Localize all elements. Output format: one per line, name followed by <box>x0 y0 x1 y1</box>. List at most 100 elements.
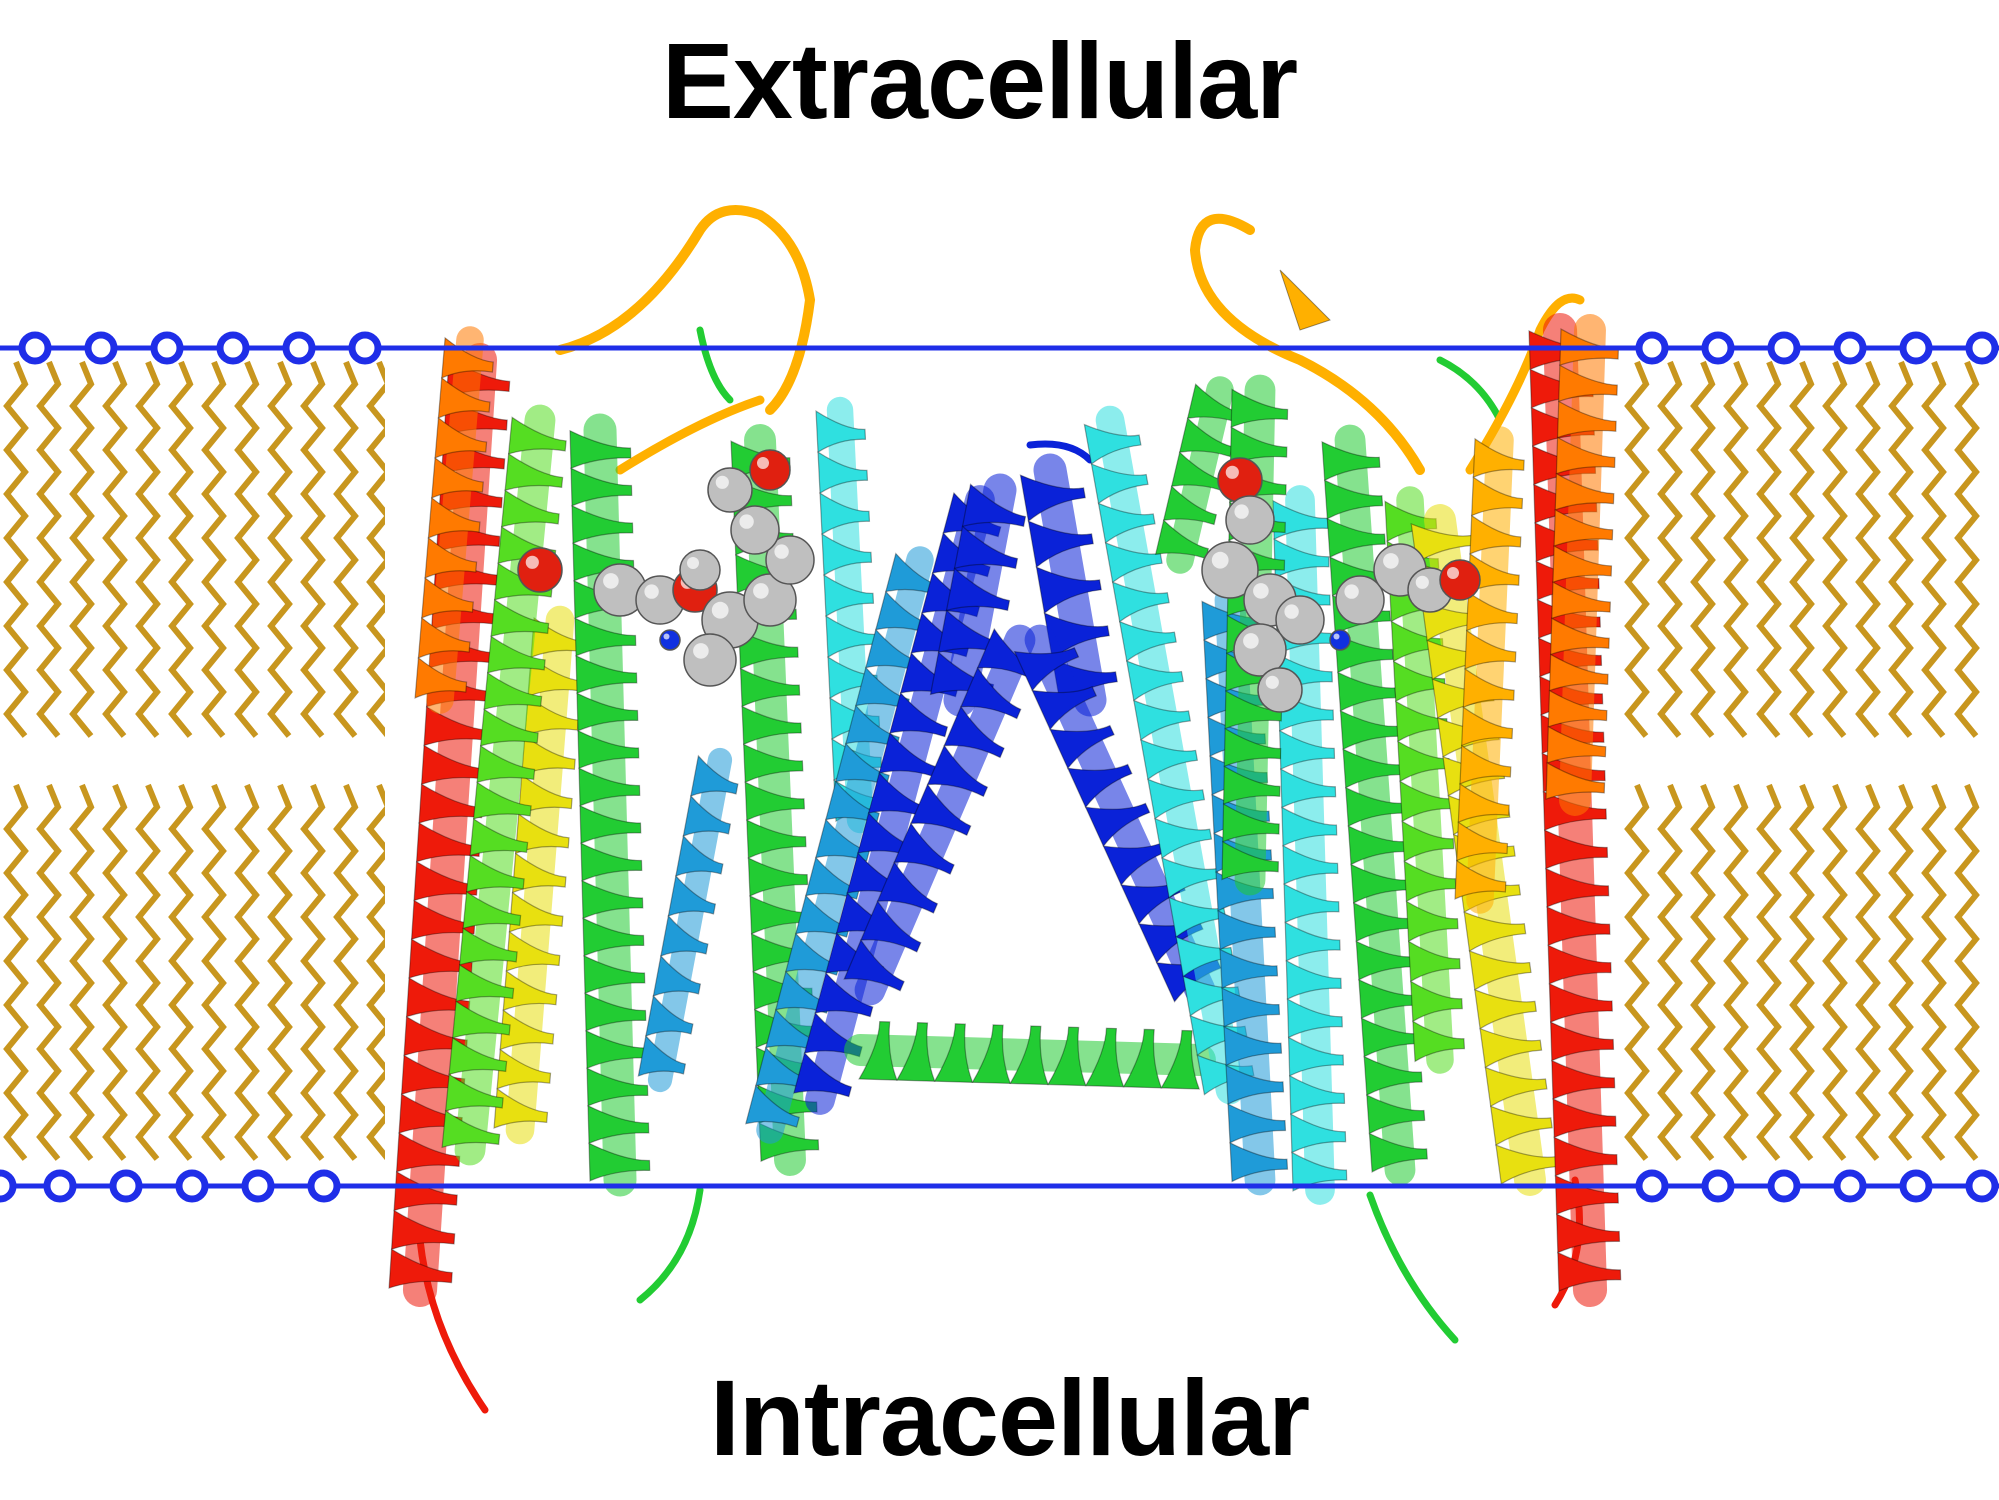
lipid-headgroup <box>307 1169 341 1203</box>
helix-turn <box>814 971 874 1018</box>
helix-turn <box>583 954 646 995</box>
helix-turn <box>1410 980 1463 1023</box>
lipid-headgroup <box>282 331 316 365</box>
loop <box>615 395 765 475</box>
lipid-headgroup <box>1833 331 1867 365</box>
lipid-tail <box>36 783 62 1161</box>
helix <box>493 605 586 1145</box>
ligand-atom-highlight <box>739 514 754 529</box>
lipid-headgroup <box>1701 1169 1735 1203</box>
helix-turn <box>424 536 478 579</box>
lipid-headgroup <box>348 331 382 365</box>
lipid-headgroup <box>1899 1169 1933 1203</box>
helix-turn <box>395 1131 461 1173</box>
lipid-tails-left <box>3 360 385 1161</box>
lipid-tail <box>135 783 161 1161</box>
ligand-atom-highlight <box>715 475 729 489</box>
helix-turn <box>1284 921 1341 962</box>
ligand-atom-highlight <box>693 643 709 659</box>
loop <box>636 1186 704 1304</box>
ligand-molecule <box>1201 457 1481 713</box>
helix-turn <box>1013 647 1080 692</box>
helix-turn <box>508 891 564 933</box>
helix-turn <box>1321 440 1381 482</box>
loop <box>555 205 816 415</box>
ligand-atom-highlight <box>1333 633 1340 640</box>
helix <box>414 326 494 714</box>
helix-turn <box>570 467 633 507</box>
ligand-atom-highlight <box>1383 553 1399 569</box>
helix-turn <box>580 842 643 882</box>
helix-turn <box>953 525 1019 570</box>
helix-turn <box>1471 476 1524 517</box>
helix-turn <box>1412 1020 1466 1063</box>
helix-turn <box>441 1109 501 1149</box>
helix-turn <box>1547 944 1612 985</box>
ligand-atom-highlight <box>1234 504 1249 519</box>
lipid-tail <box>1822 783 1848 1161</box>
helix-core <box>402 342 498 1308</box>
lipid-tail <box>1756 360 1782 738</box>
helix-turn <box>500 489 560 528</box>
helix-turn <box>1468 950 1532 991</box>
helix-turn <box>743 743 804 784</box>
helix-turn <box>660 914 709 957</box>
lipid-tail <box>1624 360 1650 738</box>
ligand-atom <box>707 467 753 513</box>
helix-turn <box>926 744 989 798</box>
helix-turn <box>1548 982 1613 1024</box>
lipid-tail <box>366 360 385 738</box>
helix-turn <box>747 857 809 897</box>
loop <box>1436 356 1504 424</box>
helix <box>1154 376 1242 574</box>
lipid-tail <box>102 783 128 1161</box>
helix-turn <box>1552 1098 1617 1139</box>
helix-turn <box>1558 364 1618 403</box>
helix-turn <box>1122 1028 1163 1089</box>
helix-turn <box>455 963 515 1003</box>
ligand-atom <box>730 505 780 555</box>
helix-turn <box>1084 1027 1125 1088</box>
beta-arrow <box>1279 269 1331 331</box>
helix-turn <box>1066 763 1133 809</box>
lipid-tail <box>1624 783 1650 1161</box>
helix-turn <box>1280 768 1337 809</box>
helix-turn <box>774 970 830 1014</box>
helix-turn <box>895 1022 936 1082</box>
helix-turn <box>431 456 484 499</box>
helix-turn <box>1552 544 1613 584</box>
helix-turn <box>578 767 641 807</box>
helix-core <box>1466 426 1514 914</box>
helix-turn <box>793 1051 853 1098</box>
helix-turn <box>1222 765 1281 805</box>
ligand-atom <box>683 633 737 687</box>
lipid-headgroup <box>1965 331 1999 365</box>
ligand-atom-highlight <box>1415 575 1429 589</box>
helix-turn <box>889 691 949 738</box>
helix-turn <box>746 819 807 859</box>
helix-turn <box>893 822 955 875</box>
lipid-tail <box>135 360 161 738</box>
lipid-tail <box>3 783 29 1161</box>
helix-turn <box>496 1048 552 1090</box>
helix-turn <box>933 1023 974 1083</box>
helix-turn <box>448 1036 508 1076</box>
loop <box>1366 1191 1459 1344</box>
lipid-tails-right <box>1624 360 1980 1161</box>
helix-turn <box>1545 867 1610 908</box>
lipid-tail <box>201 783 227 1161</box>
helix-turn <box>1287 1036 1345 1077</box>
helix-turn <box>1104 541 1163 584</box>
helix-turn <box>1474 988 1537 1030</box>
ligand-molecule <box>517 449 815 687</box>
helix-turn <box>1545 761 1606 800</box>
helix-turn <box>388 1248 453 1289</box>
intracellular-label: Intracellular <box>709 1357 1310 1478</box>
helix-turn <box>576 692 639 732</box>
loop <box>1026 440 1094 464</box>
protein-ribbon-structure <box>388 205 1622 1414</box>
helix-turn <box>1290 1113 1347 1154</box>
lipid-headgroup <box>1965 1169 1999 1203</box>
helix-turn <box>434 416 488 459</box>
ligand-atom <box>517 547 563 593</box>
